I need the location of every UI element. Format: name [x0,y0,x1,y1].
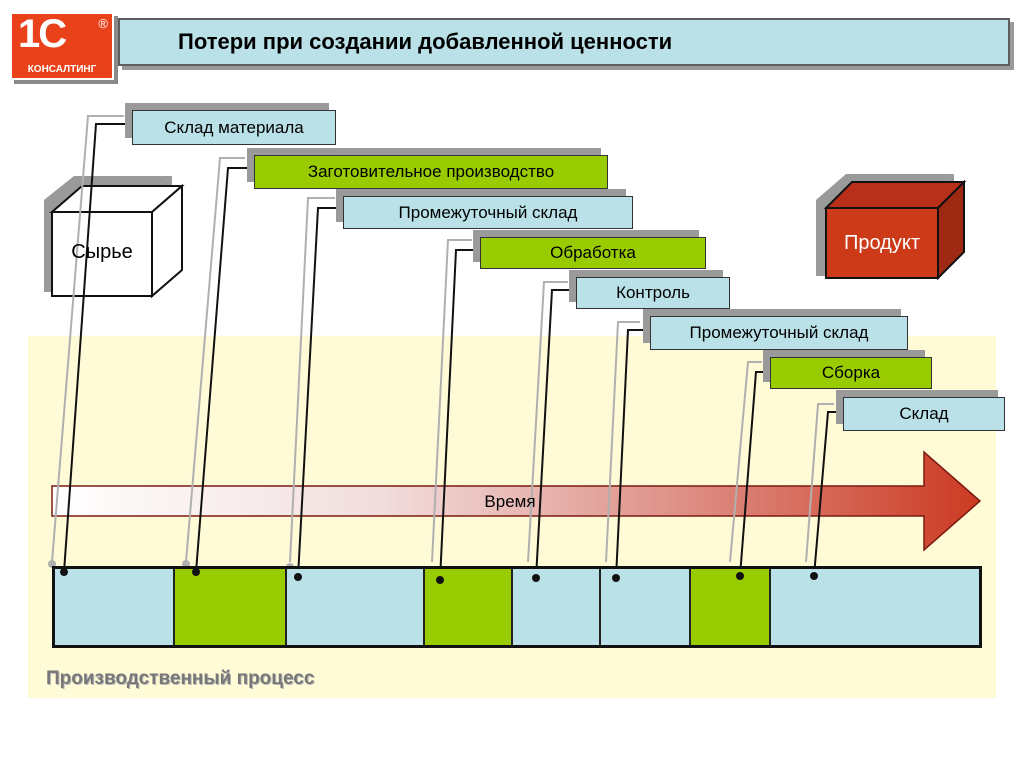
step-intermediate-store-1: Промежуточный склад [343,196,633,229]
step-label: Заготовительное производство [307,162,555,181]
step-label: Контроль [616,283,690,302]
segment-preparation [174,566,286,648]
logo-registered-mark: ® [98,16,108,31]
segment-warehouse [770,566,982,648]
connector-dot [736,572,744,580]
step-intermediate-store-2: Промежуточный склад [650,316,908,350]
title-bar: Потери при создании добавленной ценности [118,18,1010,66]
step-label: Сборка [821,363,881,382]
connector-dot [810,572,818,580]
time-label: Время [484,492,536,511]
step-label: Склад материала [164,118,304,137]
step-control: Контроль [576,277,730,309]
step-label: Склад [899,404,949,423]
logo-sub-text: КОНСАЛТИНГ [27,64,97,75]
connector-dot [192,568,200,576]
product-label: Продукт [844,232,920,254]
connector-dot [60,568,68,576]
product-cube [816,174,967,281]
step-label: Обработка [550,243,636,262]
step-material-store: Склад материала [132,110,336,145]
connector-dot [436,576,444,584]
connector-shadows [51,115,834,563]
raw-material-label: Сырье [71,241,133,263]
segments-frame [52,566,982,648]
connector-dot [532,574,540,582]
step-label: Промежуточный склад [689,323,869,342]
page-title: Потери при создании добавленной ценности [178,29,673,54]
step-preparation: Заготовительное производство [254,155,608,189]
connector-dot [294,573,302,581]
step-label: Промежуточный склад [398,203,578,222]
logo-main-text: 1С [18,12,67,56]
connectors [63,123,843,581]
process-label: Производственный процесс [46,668,315,689]
connector-dot [612,574,620,582]
raw-material-cube [44,176,185,299]
step-warehouse: Склад [843,397,1005,431]
company-logo: 1С ® КОНСАЛТИНГ [10,12,114,80]
step-processing: Обработка [480,237,706,269]
time-arrow [51,450,982,552]
step-assembly: Сборка [770,357,932,389]
